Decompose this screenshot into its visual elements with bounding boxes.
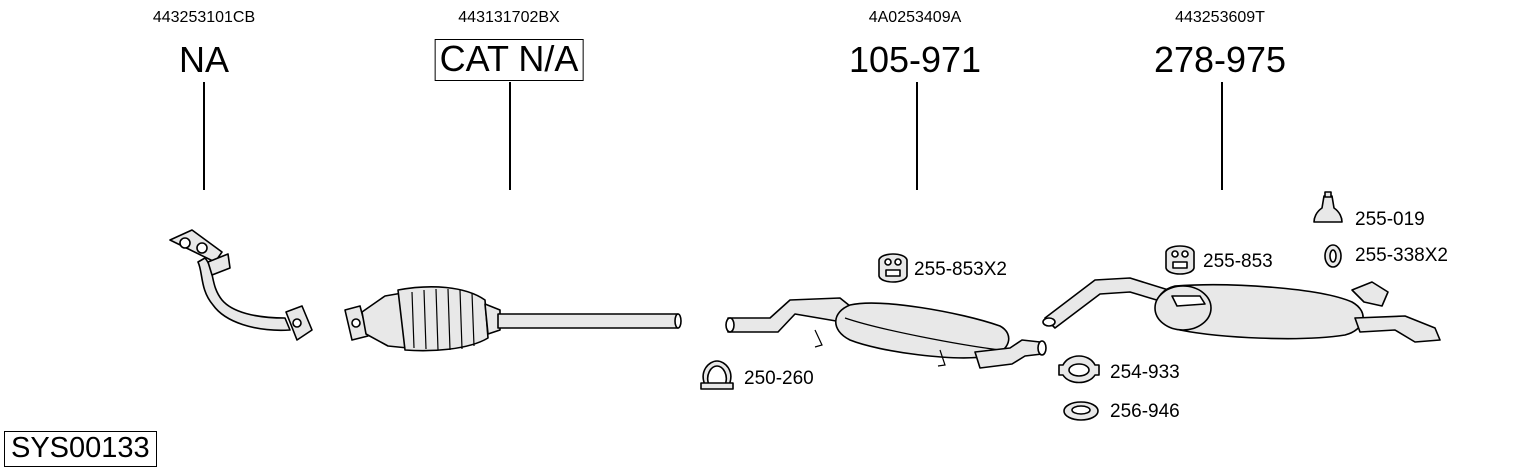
oem-number-1: 443253101CB: [152, 9, 256, 26]
part-code-2[interactable]: CAT N/A: [434, 39, 584, 81]
system-id-label: SYS00133: [4, 431, 157, 467]
accessory-label-255-019[interactable]: 255-019: [1355, 209, 1425, 230]
part-code-3[interactable]: 105-971: [848, 39, 982, 80]
oem-number-3: 4A0253409A: [868, 9, 962, 26]
rubber-hanger-icon[interactable]: [878, 253, 908, 283]
rubber-ring-icon[interactable]: [1324, 244, 1342, 268]
clamp-icon[interactable]: [1058, 355, 1100, 384]
accessory-label-256-946[interactable]: 256-946: [1110, 401, 1180, 422]
oem-number-4: 443253609T: [1175, 9, 1265, 26]
accessory-label-255-853x2[interactable]: 255-853X2: [914, 259, 1007, 280]
part-code-1[interactable]: NA: [178, 39, 230, 80]
u-clamp-icon[interactable]: [700, 360, 734, 390]
accessory-label-255-853[interactable]: 255-853: [1203, 251, 1273, 272]
part-code-4[interactable]: 278-975: [1153, 39, 1287, 80]
rear-silencer-part[interactable]: [1042, 277, 1441, 343]
middle-silencer-part[interactable]: [725, 297, 1047, 369]
oem-number-2: 443131702BX: [458, 9, 560, 26]
accessory-label-250-260[interactable]: 250-260: [744, 368, 814, 389]
accessory-label-255-338x2[interactable]: 255-338X2: [1355, 245, 1448, 266]
rubber-hanger-icon-2[interactable]: [1165, 245, 1195, 275]
catalytic-converter-part[interactable]: [344, 286, 682, 352]
accessory-label-254-933[interactable]: 254-933: [1110, 362, 1180, 383]
bell-mount-icon[interactable]: [1313, 191, 1343, 223]
front-pipe-part[interactable]: [169, 229, 313, 341]
gasket-ring-icon[interactable]: [1063, 401, 1099, 421]
